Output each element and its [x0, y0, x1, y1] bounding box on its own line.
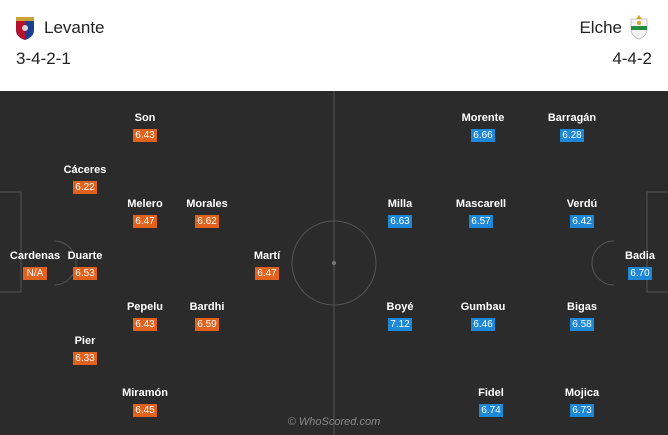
player-mojica[interactable]: Mojica 6.73 [552, 387, 612, 418]
player-miramon[interactable]: Miramón 6.45 [115, 387, 175, 418]
player-name: Duarte [67, 250, 103, 262]
player-name: Pier [74, 335, 96, 347]
player-gumbau[interactable]: Gumbau 6.46 [453, 301, 513, 332]
player-rating: 6.47 [133, 215, 157, 228]
watermark: © WhoScored.com [287, 416, 381, 428]
player-morente[interactable]: Morente 6.66 [453, 112, 513, 143]
player-name: Pepelu [126, 301, 164, 313]
player-name: Son [134, 112, 156, 124]
player-milla[interactable]: Milla 6.63 [370, 198, 430, 229]
away-team-name[interactable]: Elche [579, 18, 622, 37]
levante-crest-icon [16, 17, 34, 40]
player-pepelu[interactable]: Pepelu 6.43 [115, 301, 175, 332]
player-rating: 6.70 [628, 267, 652, 280]
player-rating: 6.73 [570, 404, 594, 417]
player-fidel[interactable]: Fidel 6.74 [461, 387, 521, 418]
player-bardhi[interactable]: Bardhi 6.59 [177, 301, 237, 332]
player-rating: 6.46 [471, 318, 495, 331]
player-bigas[interactable]: Bigas 6.58 [552, 301, 612, 332]
player-name: Mascarell [455, 198, 507, 210]
player-name: Verdú [566, 198, 598, 210]
player-cardenas[interactable]: Cardenas N/A [5, 250, 65, 281]
player-rating: 6.43 [133, 318, 157, 331]
player-name: Barragán [547, 112, 597, 124]
player-rating: 6.57 [469, 215, 493, 228]
player-name: Morente [461, 112, 505, 124]
player-rating: 6.63 [388, 215, 412, 228]
player-name: Cardenas [9, 250, 61, 262]
player-rating: 6.59 [195, 318, 219, 331]
player-name: Fidel [478, 387, 504, 399]
player-boye[interactable]: Boyé 7.12 [370, 301, 430, 332]
player-name: Badia [625, 250, 655, 262]
player-name: Mojica [564, 387, 600, 399]
player-rating: 6.28 [560, 129, 584, 142]
player-marti[interactable]: Martí 6.47 [237, 250, 297, 281]
player-rating: N/A [23, 267, 47, 280]
player-mascarell[interactable]: Mascarell 6.57 [451, 198, 511, 229]
player-rating: 6.45 [133, 404, 157, 417]
player-name: Boyé [386, 301, 414, 313]
player-rating: 7.12 [388, 318, 412, 331]
player-name: Gumbau [460, 301, 506, 313]
player-rating: 6.62 [195, 215, 219, 228]
home-formation: 3-4-2-1 [16, 49, 71, 68]
player-name: Morales [186, 198, 228, 210]
player-rating: 6.42 [570, 215, 594, 228]
player-rating: 6.22 [73, 181, 97, 194]
player-name: Bardhi [189, 301, 225, 313]
player-name: Melero [127, 198, 163, 210]
match-header: Levante 3-4-2-1 Elche 4-4-2 [0, 0, 668, 91]
player-rating: 6.58 [570, 318, 594, 331]
player-badia[interactable]: Badia 6.70 [610, 250, 668, 281]
player-caceres[interactable]: Cáceres 6.22 [55, 164, 115, 195]
pitch-markings [0, 91, 668, 435]
player-rating: 6.66 [471, 129, 495, 142]
home-team-name[interactable]: Levante [44, 18, 105, 37]
away-formation: 4-4-2 [612, 49, 652, 68]
player-name: Milla [387, 198, 413, 210]
player-barragan[interactable]: Barragán 6.28 [542, 112, 602, 143]
player-rating: 6.43 [133, 129, 157, 142]
player-morales[interactable]: Morales 6.62 [177, 198, 237, 229]
player-name: Bigas [567, 301, 597, 313]
player-duarte[interactable]: Duarte 6.53 [55, 250, 115, 281]
player-pier[interactable]: Pier 6.33 [55, 335, 115, 366]
player-son[interactable]: Son 6.43 [115, 112, 175, 143]
player-melero[interactable]: Melero 6.47 [115, 198, 175, 229]
player-rating: 6.33 [73, 352, 97, 365]
pitch: Son 6.43 Cáceres 6.22 Melero 6.47 Morale… [0, 91, 668, 435]
player-name: Miramón [122, 387, 168, 399]
player-name: Martí [253, 250, 281, 262]
player-rating: 6.47 [255, 267, 279, 280]
player-name: Cáceres [63, 164, 107, 176]
elche-crest-icon [630, 15, 648, 40]
player-rating: 6.53 [73, 267, 97, 280]
player-rating: 6.74 [479, 404, 503, 417]
player-verdu[interactable]: Verdú 6.42 [552, 198, 612, 229]
